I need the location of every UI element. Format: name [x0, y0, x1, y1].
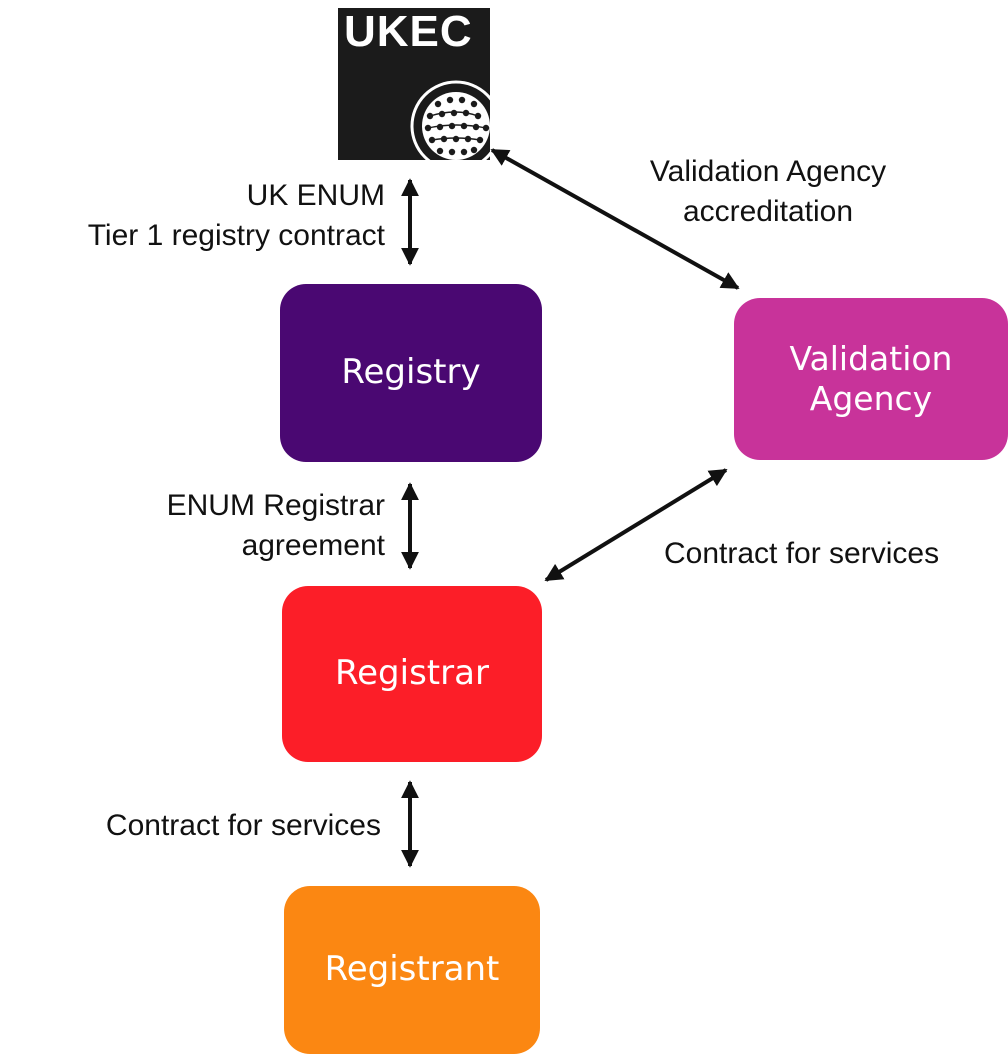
ukec-registry-label-line2: Tier 1 registry contract [87, 219, 385, 252]
validation-agency-label-line1: Validation [789, 338, 953, 378]
registrar-node: Registrar [282, 586, 542, 762]
registry-registrar-label-line2: agreement [241, 529, 385, 562]
ukec-validation-label-line1: Validation Agency [649, 155, 887, 188]
ukec-validation-label: Validation Agency accreditation [600, 152, 936, 232]
registry-registrar-label: ENUM Registrar agreement [167, 486, 385, 566]
validation-registrar-label: Contract for services [664, 537, 940, 570]
registrant-label: Registrant [324, 949, 500, 990]
registry-registrar-label-line1: ENUM Registrar [166, 489, 385, 522]
registry-node: Registry [280, 284, 542, 462]
validation-agency-label-line2: Agency [809, 379, 933, 418]
registry-label: Registry [341, 352, 481, 393]
ukec-registry-label: UK ENUM Tier 1 registry contract [88, 176, 385, 256]
validation-agency-node: Validation Agency [734, 298, 1008, 460]
ukec-logo: UKEC [338, 8, 490, 160]
globe-icon [410, 80, 490, 160]
registrar-registrant-label: Contract for services [105, 809, 381, 842]
logo-text: UKEC [344, 7, 473, 56]
registrant-node: Registrant [284, 886, 540, 1054]
ukec-registry-label-line1: UK ENUM [246, 179, 385, 212]
registrar-label: Registrar [335, 653, 489, 694]
ukec-validation-label-line2: accreditation [682, 195, 854, 228]
arrow-ukec-validation [490, 148, 740, 290]
arrow-validation-registrar [544, 468, 728, 582]
